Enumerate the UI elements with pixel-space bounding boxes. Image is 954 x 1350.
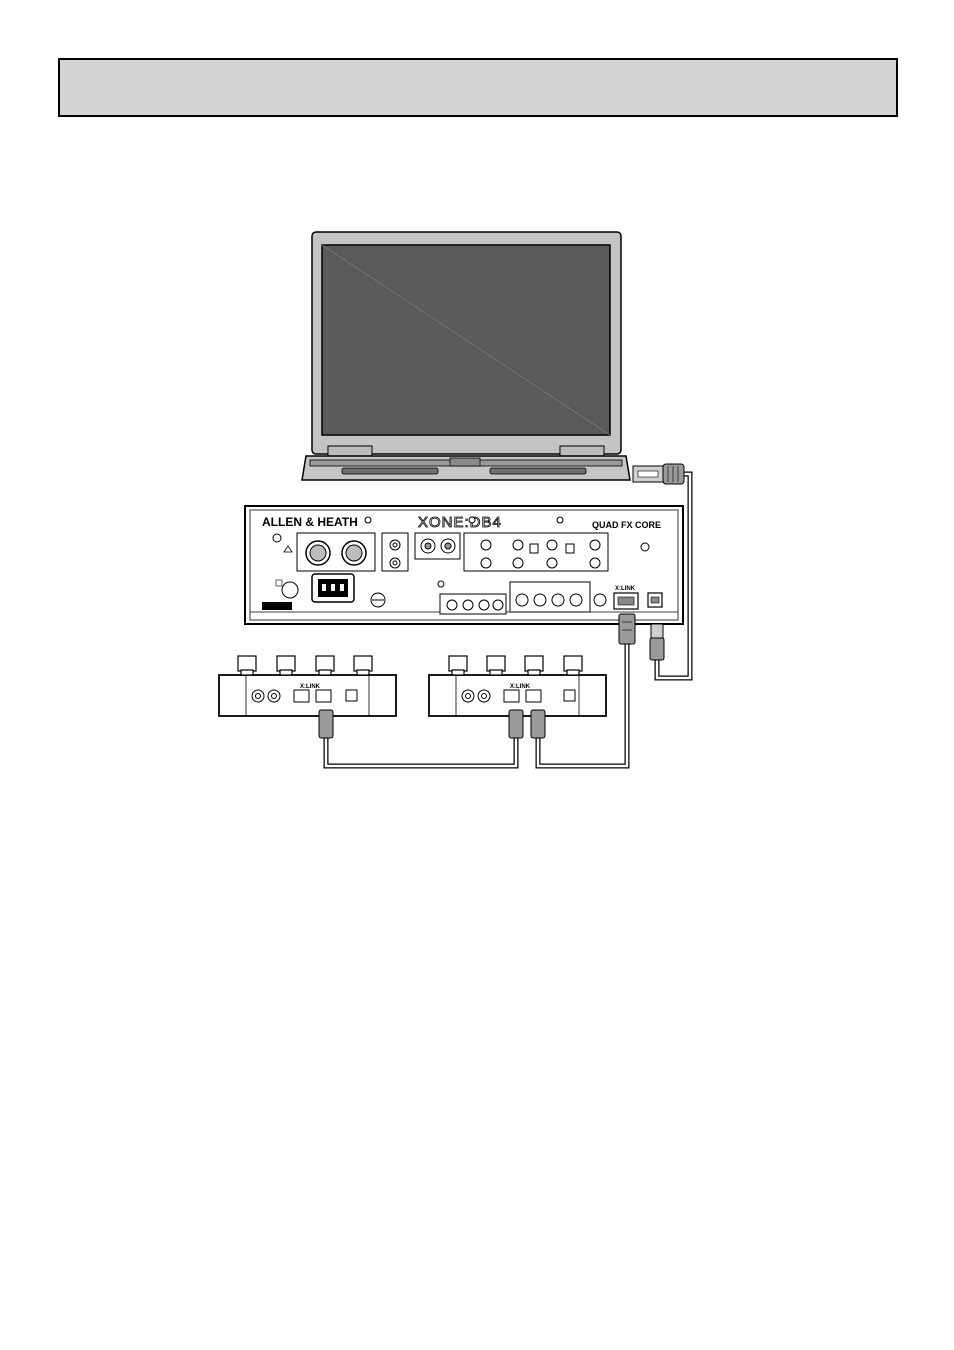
xlink-port — [614, 593, 638, 609]
controller-1-xlink-label: X:LINK — [300, 684, 321, 690]
controller-2-xlink-label: X:LINK — [510, 684, 531, 690]
usb-plug-icon — [650, 624, 664, 660]
xlink-plug — [619, 614, 635, 644]
laptop-icon — [302, 232, 630, 480]
controller-1: X:LINK — [219, 656, 396, 716]
xlink-cable — [326, 738, 516, 766]
mixer-brand: ALLEN & HEATH — [262, 515, 358, 529]
mixer-subtitle: QUAD FX CORE — [592, 520, 661, 530]
usb-port — [648, 593, 662, 607]
mixer-xlink-label: X:LINK — [615, 586, 636, 592]
knob-row — [449, 656, 582, 675]
knob-row — [238, 656, 372, 675]
controller-2: X:LINK — [429, 656, 606, 716]
mixer-model: XONE:DB4 — [418, 514, 502, 531]
usb-plug-icon — [633, 464, 684, 484]
mixer-rear-panel: ALLEN & HEATH XONE:DB4 QUAD FX CORE — [245, 506, 683, 624]
